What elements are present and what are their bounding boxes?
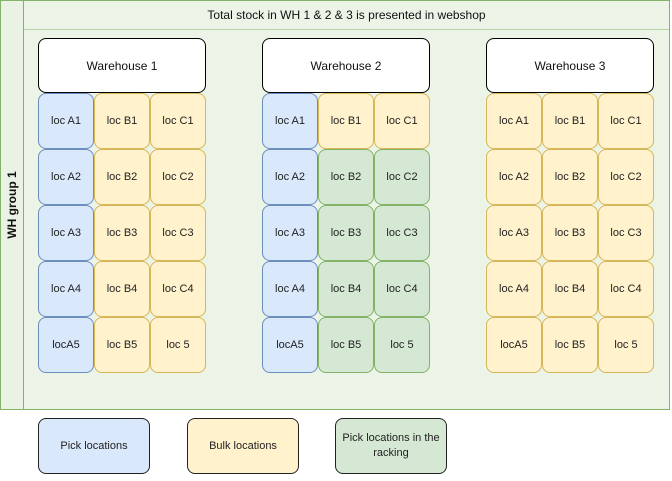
location-cell: loc B5	[318, 317, 374, 373]
location-cell: loc B4	[94, 261, 150, 317]
location-cell: loc 5	[150, 317, 206, 373]
location-cell: loc A2	[38, 149, 94, 205]
location-cell: locA5	[486, 317, 542, 373]
location-cell: loc C4	[150, 261, 206, 317]
location-cell: loc C1	[598, 93, 654, 149]
warehouse-header-3: Warehouse 3	[486, 38, 654, 93]
location-cell: loc C3	[150, 205, 206, 261]
location-cell: loc C2	[150, 149, 206, 205]
location-cell: loc C1	[150, 93, 206, 149]
warehouse-header-2: Warehouse 2	[262, 38, 430, 93]
location-cell: loc B5	[542, 317, 598, 373]
location-cell: loc C3	[374, 205, 430, 261]
wh-group-title-bar	[24, 1, 669, 30]
location-cell: loc B3	[542, 205, 598, 261]
location-cell: loc B2	[542, 149, 598, 205]
location-cell: loc B5	[94, 317, 150, 373]
wh-group-label: WH group 1	[5, 171, 19, 239]
location-cell: loc A1	[486, 93, 542, 149]
location-cell: loc C3	[598, 205, 654, 261]
location-cell: loc B2	[318, 149, 374, 205]
wh-group-title: Total stock in WH 1 & 2 & 3 is presented…	[207, 8, 486, 22]
location-cell: loc B4	[318, 261, 374, 317]
location-cell: loc 5	[598, 317, 654, 373]
location-cell: loc A3	[486, 205, 542, 261]
location-cell: loc A2	[262, 149, 318, 205]
location-cell: loc C2	[374, 149, 430, 205]
location-cell: loc A1	[38, 93, 94, 149]
location-cell: loc A4	[486, 261, 542, 317]
location-cell: loc B3	[318, 205, 374, 261]
location-cell: loc A3	[38, 205, 94, 261]
location-cell: loc C2	[598, 149, 654, 205]
location-cell: loc 5	[374, 317, 430, 373]
location-cell: loc A4	[262, 261, 318, 317]
location-cell: loc C1	[374, 93, 430, 149]
location-cell: loc C4	[374, 261, 430, 317]
location-cell: loc A2	[486, 149, 542, 205]
location-cell: locA5	[38, 317, 94, 373]
location-cell: loc B4	[542, 261, 598, 317]
location-cell: loc B1	[94, 93, 150, 149]
location-cell: loc A4	[38, 261, 94, 317]
location-cell: loc A3	[262, 205, 318, 261]
legend-item-bulk: Bulk locations	[187, 418, 299, 474]
location-cell: loc B3	[94, 205, 150, 261]
wh-group-side-band: WH group 1	[1, 1, 24, 409]
location-cell: loc B1	[318, 93, 374, 149]
warehouse-header-1: Warehouse 1	[38, 38, 206, 93]
location-cell: loc B2	[94, 149, 150, 205]
location-cell: loc C4	[598, 261, 654, 317]
legend-item-rack: Pick locations in the racking	[335, 418, 447, 474]
location-cell: locA5	[262, 317, 318, 373]
location-cell: loc A1	[262, 93, 318, 149]
legend-item-pick: Pick locations	[38, 418, 150, 474]
location-cell: loc B1	[542, 93, 598, 149]
